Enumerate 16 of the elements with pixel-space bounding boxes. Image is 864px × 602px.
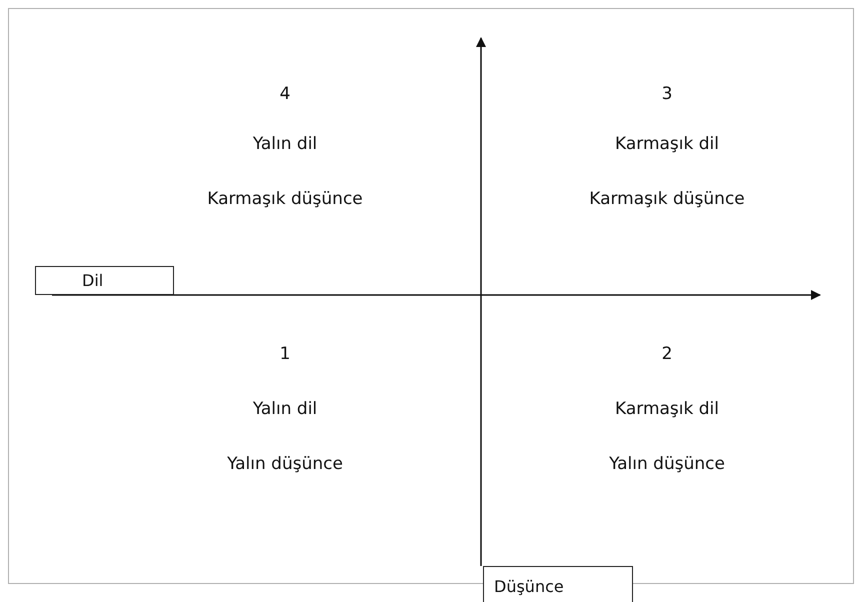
quadrant-number: 2 [662, 344, 672, 364]
quadrant-text: Karmaşık düşünce [589, 189, 745, 209]
quadrant-text: Yalın dil [252, 134, 318, 154]
axis-label: Dil [82, 271, 104, 290]
quadrant-text: Karmaşık dil [615, 399, 719, 419]
quadrant-text: Yalın dil [252, 399, 318, 419]
quadrant-text: Karmaşık dil [615, 134, 719, 154]
quadrant-number: 1 [280, 344, 290, 364]
quadrant-text: Karmaşık düşünce [207, 189, 363, 209]
axis-label-box [35, 266, 174, 295]
axis-label-box [483, 566, 633, 602]
quadrant-number: 4 [280, 84, 290, 104]
quadrant-text: Yalın düşünce [227, 454, 343, 474]
quadrant-text: Yalın düşünce [609, 454, 725, 474]
axis-label: Düşünce [494, 576, 564, 596]
quadrant-number: 3 [662, 84, 672, 104]
